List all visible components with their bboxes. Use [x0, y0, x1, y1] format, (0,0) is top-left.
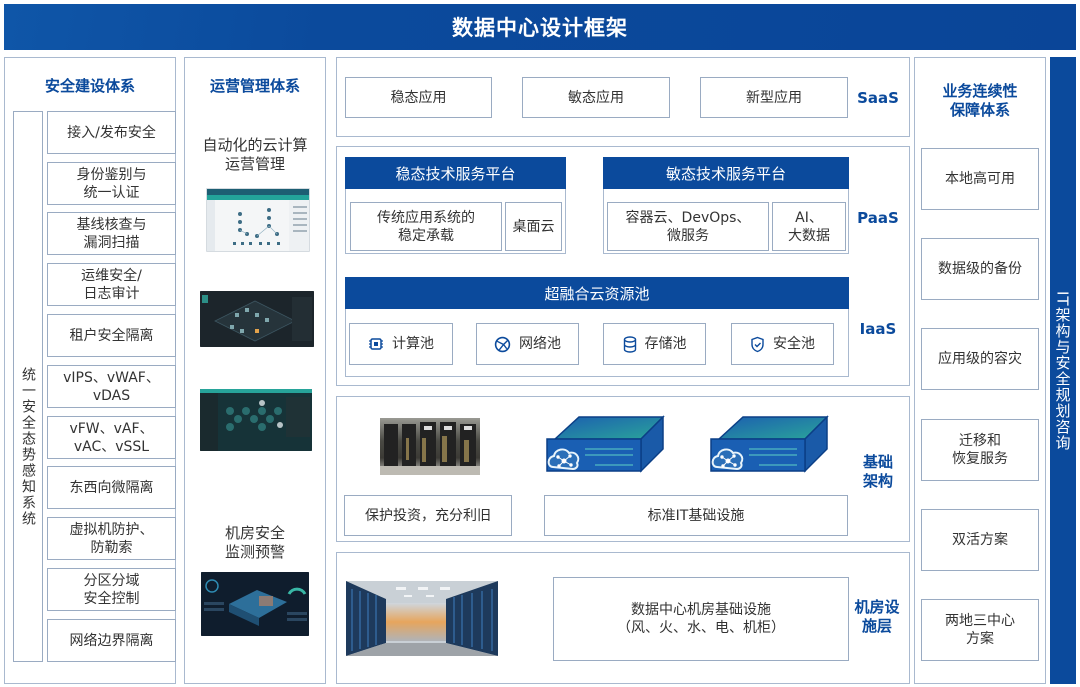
monitoring-alert-dashboard-screenshot	[201, 572, 309, 636]
operations-system-panel: 运营管理体系 自动化的云计算 运营管理	[184, 57, 326, 684]
paas-iaas-layer-panel: 稳态技术服务平台 传统应用系统的 稳定承载 桌面云 敏态技术服务平台 容器云、D…	[336, 146, 910, 386]
facility-layer-panel: 数据中心机房基础设施 （风、火、水、电、机柜） 机房设 施层	[336, 552, 910, 684]
security-item: 租户安全隔离	[47, 314, 176, 357]
saas-layer-panel: 稳态应用 敏态应用 新型应用 SaaS	[336, 57, 910, 137]
page-title: 数据中心设计框架	[452, 16, 628, 40]
iaas-label: IaaS	[859, 320, 897, 338]
chip-icon	[369, 338, 383, 350]
security-item: vFW、vAF、 vAC、vSSL	[47, 416, 176, 459]
reuse-legacy-box: 保护投资，充分利旧	[344, 495, 512, 536]
compute-pool: 计算池	[349, 323, 453, 365]
security-system-panel: 安全建设体系 统一安全态势感知系统 接入/发布安全身份鉴别与 统一认证基线核查与…	[4, 57, 176, 684]
security-item: 运维安全/ 日志审计	[47, 263, 176, 306]
security-item: 分区分域 安全控制	[47, 568, 176, 611]
hci-resource-pool-card: 超融合云资源池 计算池 网络池 存储池 安全池	[345, 277, 849, 377]
datacenter-facility-box: 数据中心机房基础设施 （风、火、水、电、机柜）	[553, 577, 849, 661]
datacenter-room-photo	[346, 581, 498, 656]
ai-bigdata: AI、 大数据	[772, 202, 846, 251]
stable-platform-card: 稳态技术服务平台 传统应用系统的 稳定承载 桌面云	[345, 157, 566, 254]
topology-dashboard-screenshot	[206, 188, 310, 252]
saas-app-agile: 敏态应用	[522, 77, 670, 118]
network-pool: 网络池	[476, 323, 579, 365]
security-item: 基线核查与 漏洞扫描	[47, 212, 176, 255]
security-item: 接入/发布安全	[47, 111, 176, 154]
resource-map-dashboard-screenshot	[200, 389, 312, 451]
business-continuity-panel: 业务连续性 保障体系 本地高可用数据级的备份应用级的容灾迁移和 恢复服务双活方案…	[914, 57, 1046, 684]
compute-pool-label: 计算池	[392, 336, 434, 352]
desktop-cloud: 桌面云	[505, 202, 562, 251]
facility-label: 机房设 施层	[854, 598, 900, 635]
traditional-app-hosting: 传统应用系统的 稳定承载	[350, 202, 502, 251]
security-pool: 安全池	[731, 323, 834, 365]
network-globe-icon	[494, 336, 511, 352]
paas-label: PaaS	[857, 209, 899, 227]
saas-app-new: 新型应用	[700, 77, 848, 118]
security-title: 安全建设体系	[44, 77, 135, 95]
database-icon	[623, 335, 636, 353]
continuity-item: 迁移和 恢复服务	[921, 419, 1039, 481]
situational-awareness-label: 统一安全态势感知系统	[20, 366, 36, 527]
security-pool-label: 安全池	[773, 336, 815, 352]
operations-title: 运营管理体系	[209, 77, 300, 95]
saas-app-stable: 稳态应用	[345, 77, 492, 118]
hci-resource-pool-title: 超融合云资源池	[345, 277, 849, 309]
infrastructure-label: 基础 架构	[862, 453, 893, 490]
continuity-item: 应用级的容灾	[921, 328, 1039, 390]
agile-platform-title: 敏态技术服务平台	[603, 157, 849, 189]
page-header: 数据中心设计框架	[4, 4, 1076, 50]
security-item: 身份鉴别与 统一认证	[47, 162, 176, 205]
hci-server-icon-2	[709, 413, 829, 475]
continuity-item: 本地高可用	[921, 148, 1039, 210]
legacy-rack-photo	[380, 418, 480, 475]
room-monitoring-label: 机房安全 监测预警	[224, 524, 285, 561]
stable-platform-title: 稳态技术服务平台	[345, 157, 566, 189]
continuity-item: 数据级的备份	[921, 238, 1039, 300]
saas-label: SaaS	[857, 89, 899, 107]
cloud-ops-label: 自动化的云计算 运营管理	[202, 136, 308, 173]
network-pool-label: 网络池	[519, 336, 561, 352]
continuity-item: 两地三中心 方案	[921, 599, 1039, 661]
security-item: 虚拟机防护、 防勒索	[47, 517, 176, 560]
it-architecture-consulting-bar: IT架构与安全规划咨询	[1050, 57, 1076, 684]
shield-icon	[751, 336, 764, 352]
storage-pool: 存储池	[603, 323, 706, 365]
situational-awareness-bar: 统一安全态势感知系统	[13, 111, 43, 662]
agile-platform-card: 敏态技术服务平台 容器云、DevOps、 微服务 AI、 大数据	[603, 157, 849, 254]
infrastructure-layer-panel: 保护投资，充分利旧 标准IT基础设施 基础 架构	[336, 396, 910, 542]
storage-pool-label: 存储池	[644, 336, 687, 352]
security-item: vIPS、vWAF、 vDAS	[47, 365, 176, 408]
security-item: 东西向微隔离	[47, 466, 176, 509]
hci-server-icon-1	[545, 413, 665, 475]
continuity-item: 双活方案	[921, 509, 1039, 571]
security-item: 网络边界隔离	[47, 619, 176, 662]
container-devops-microservices: 容器云、DevOps、 微服务	[607, 202, 769, 251]
standard-it-infra-box: 标准IT基础设施	[544, 495, 848, 536]
it-architecture-consulting-label: IT架构与安全规划咨询	[1053, 290, 1072, 451]
business-continuity-title: 业务连续性 保障体系	[942, 82, 1018, 119]
3d-datacenter-dashboard-screenshot	[200, 291, 314, 347]
